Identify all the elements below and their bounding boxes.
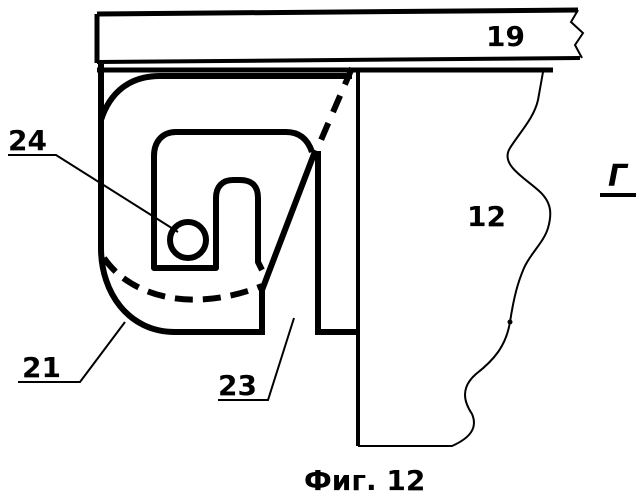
- dashed-arc-lower: [104, 258, 262, 300]
- label-12: 12: [467, 200, 506, 233]
- plate-19-break-line: [571, 10, 583, 58]
- label-21: 21: [22, 351, 61, 384]
- profile-21-outer: [101, 64, 358, 332]
- figure-caption: Фиг. 12: [304, 464, 425, 497]
- profile-21-top-arc: [101, 76, 352, 120]
- break-line-dot: [508, 320, 513, 325]
- label-view-letter: Г: [608, 159, 629, 194]
- label-19: 19: [486, 20, 525, 53]
- element-24-circle: [170, 222, 206, 258]
- label-23: 23: [218, 369, 257, 402]
- wall-12-break-line: [358, 72, 550, 446]
- label-24: 24: [8, 124, 47, 157]
- dashed-line-upper: [315, 68, 352, 154]
- profile-21-inner-hook: [154, 132, 312, 270]
